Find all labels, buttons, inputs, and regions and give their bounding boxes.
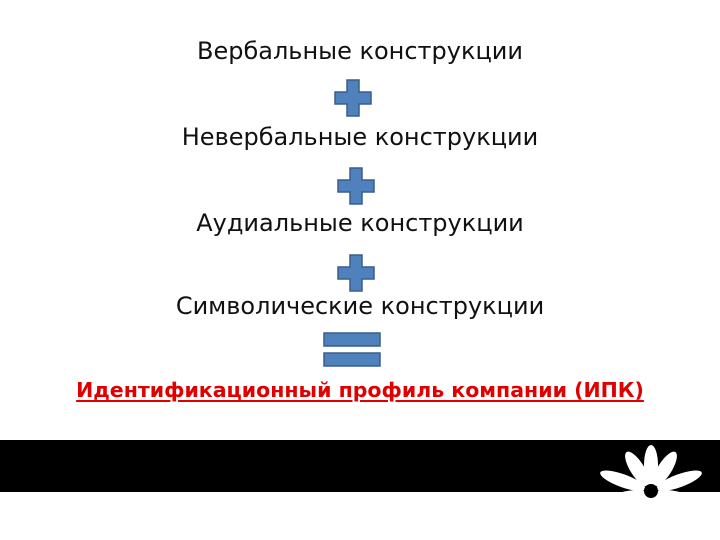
term-symbolic: Символические конструкции xyxy=(175,292,545,320)
plus-icon xyxy=(334,79,372,117)
term-nonverbal: Невербальные конструкции xyxy=(181,123,539,151)
equals-icon xyxy=(322,330,382,370)
term-audial: Аудиальные конструкции xyxy=(196,209,524,237)
plus-icon xyxy=(337,167,375,205)
result-label: Идентификационный профиль компании (ИПК) xyxy=(76,378,644,402)
term-verbal: Вербальные конструкции xyxy=(196,37,523,65)
plus-icon xyxy=(337,254,375,292)
flower-icon xyxy=(585,445,717,539)
footer-band xyxy=(0,440,720,492)
